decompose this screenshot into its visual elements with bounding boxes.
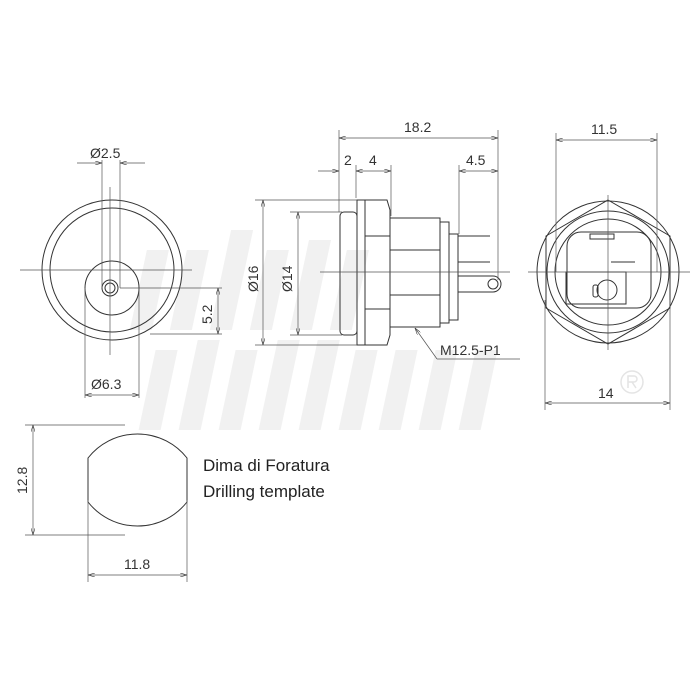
dim-outer-dia: Ø16 xyxy=(245,265,261,292)
dim-offset: 5.2 xyxy=(199,304,215,324)
dim-pins: 4.5 xyxy=(466,152,486,168)
dim-thread-dia: Ø14 xyxy=(279,265,295,292)
thread-callout: M12.5-P1 xyxy=(440,342,501,358)
rear-view: 11.5 14 xyxy=(528,121,690,410)
dim-inner-dia: Ø6.3 xyxy=(91,376,122,392)
drilling-template: 12.8 11.8 Dima di Foratura Drilling temp… xyxy=(14,424,330,582)
dim-hole-dia: Ø2.5 xyxy=(90,145,121,161)
dim-nut: 4 xyxy=(369,152,377,168)
watermark-logo xyxy=(129,230,644,430)
side-view: Ø16 Ø14 18.2 2 4 4.5 M12.5-P1 xyxy=(245,119,520,360)
dim-template-width: 11.8 xyxy=(124,556,150,572)
template-title-en: Drilling template xyxy=(203,482,325,501)
dim-hex-width: 14 xyxy=(598,385,614,401)
dim-flat-width: 11.5 xyxy=(591,121,617,137)
front-view: Ø2.5 5.2 Ø6.3 xyxy=(20,145,222,398)
dim-template-height: 12.8 xyxy=(14,467,30,494)
template-title-it: Dima di Foratura xyxy=(203,456,330,475)
dim-flange: 2 xyxy=(344,152,352,168)
dim-overall-length: 18.2 xyxy=(404,119,431,135)
